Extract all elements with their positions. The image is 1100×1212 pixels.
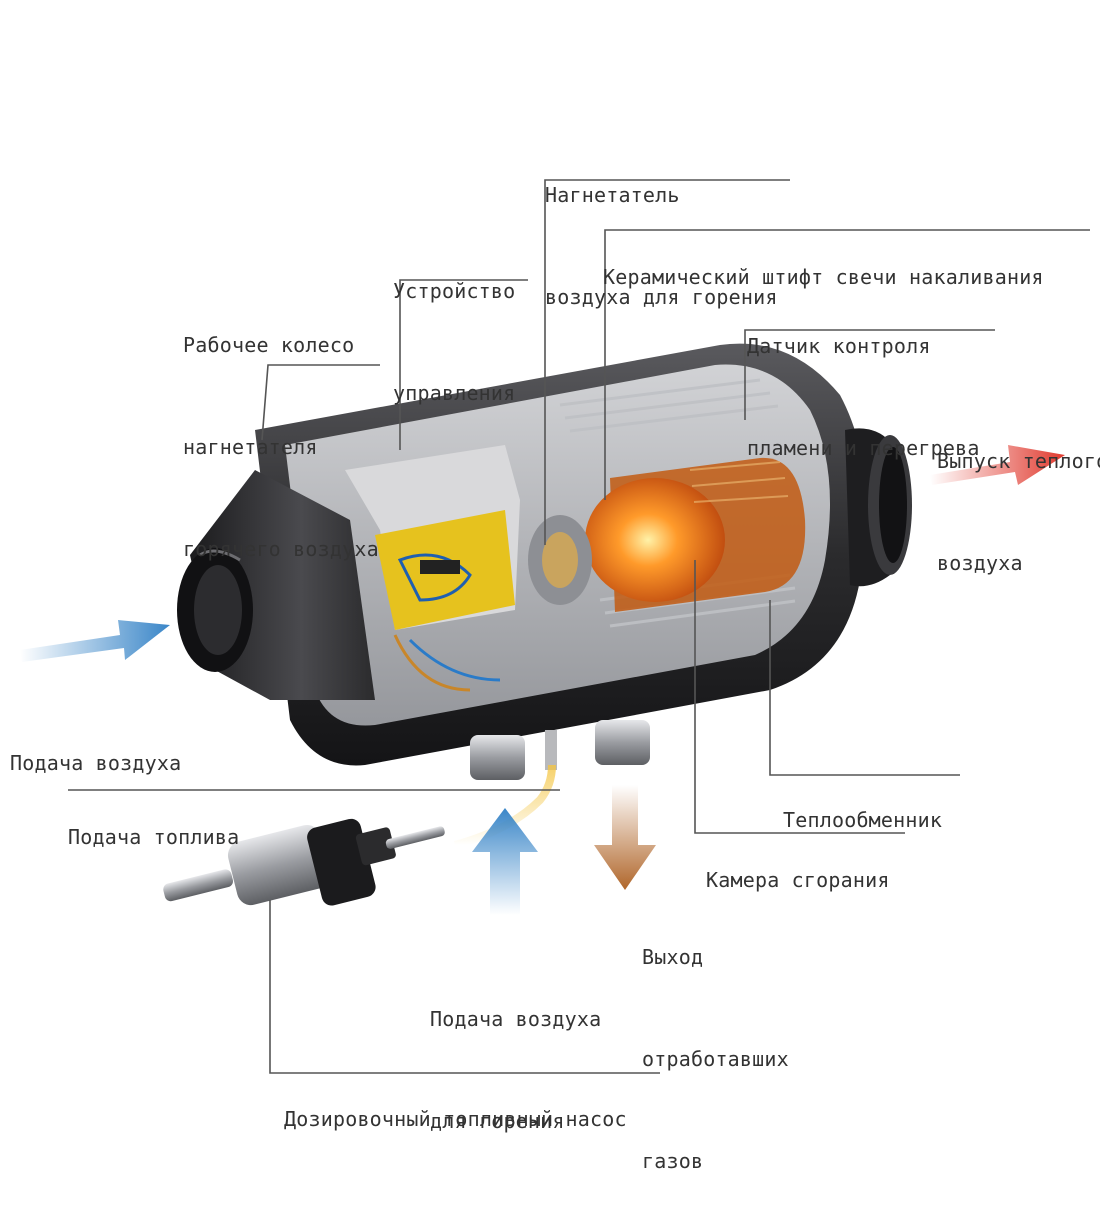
label-fuel-pump: Дозировочный топливный насос [284,1034,627,1170]
label-air-inlet: Подача воздуха [10,678,181,814]
air-inlet-arrow-icon [20,620,170,662]
label-heat-exchanger: Теплообменник [783,735,942,871]
label-control-unit: Устройство управления [393,206,515,444]
label-hot-air-outlet: Выпуск теплого воздуха [937,376,1100,614]
label-impeller-line1: Рабочее колесо [183,333,355,357]
label-flame-sensor: Датчик контроля пламени и перегрева [747,261,980,499]
label-fuel-supply-text: Подача топлива [68,825,240,849]
label-impeller: Рабочее колесо нагнетателя горячего возд… [183,260,379,600]
label-flame-sensor-line2: пламени и перегрева [747,436,980,460]
label-glow-pin: Керамический штифт свечи накаливания [603,192,1044,328]
control-unit-icon [345,445,520,692]
label-blower-fan-line1: Нагнетатель [545,183,680,207]
label-exhaust: Выход отработавших газов [642,872,789,1212]
label-hot-air-outlet-line2: воздуха [937,551,1023,575]
label-exhaust-line3: газов [642,1149,704,1173]
label-exhaust-line1: Выход [642,945,704,969]
label-combustion-air: Подача воздуха для горения [430,934,601,1172]
label-blower-fan: Нагнетатель воздуха для горения [545,110,778,348]
label-impeller-line3: горячего воздуха [183,537,379,561]
fuel-pump-icon [163,818,445,906]
hot-air-outlet-arrow-icon [930,445,1065,485]
label-combustion-chamber: Камера сгорания [706,795,890,931]
label-fuel-supply: Подача топлива [68,752,239,888]
label-air-inlet-text: Подача воздуха [10,751,182,775]
combustion-air-arrow-icon [472,808,538,915]
label-hot-air-outlet-line1: Выпуск теплого [937,449,1100,473]
label-exhaust-line2: отработавших [642,1047,789,1071]
heater-unit-icon [177,343,912,780]
label-impeller-line2: нагнетателя [183,435,318,459]
label-combustion-chamber-text: Камера сгорания [706,868,890,892]
label-combustion-air-line1: Подача воздуха [430,1007,602,1031]
label-heat-exchanger-text: Теплообменник [783,808,943,832]
label-blower-fan-line2: воздуха для горения [545,285,778,309]
label-glow-pin-text: Керамический штифт свечи накаливания [603,265,1044,289]
exhaust-arrow-icon [594,785,656,890]
label-fuel-pump-text: Дозировочный топливный насос [284,1107,627,1131]
label-combustion-air-line2: для горения [430,1109,565,1133]
combustion-chamber-icon [585,457,806,612]
label-flame-sensor-line1: Датчик контроля [747,334,931,358]
label-control-unit-line1: Устройство [393,279,516,303]
impeller-housing-icon [177,470,375,700]
label-control-unit-line2: управления [393,381,516,405]
leader-lines [68,179,1090,1074]
